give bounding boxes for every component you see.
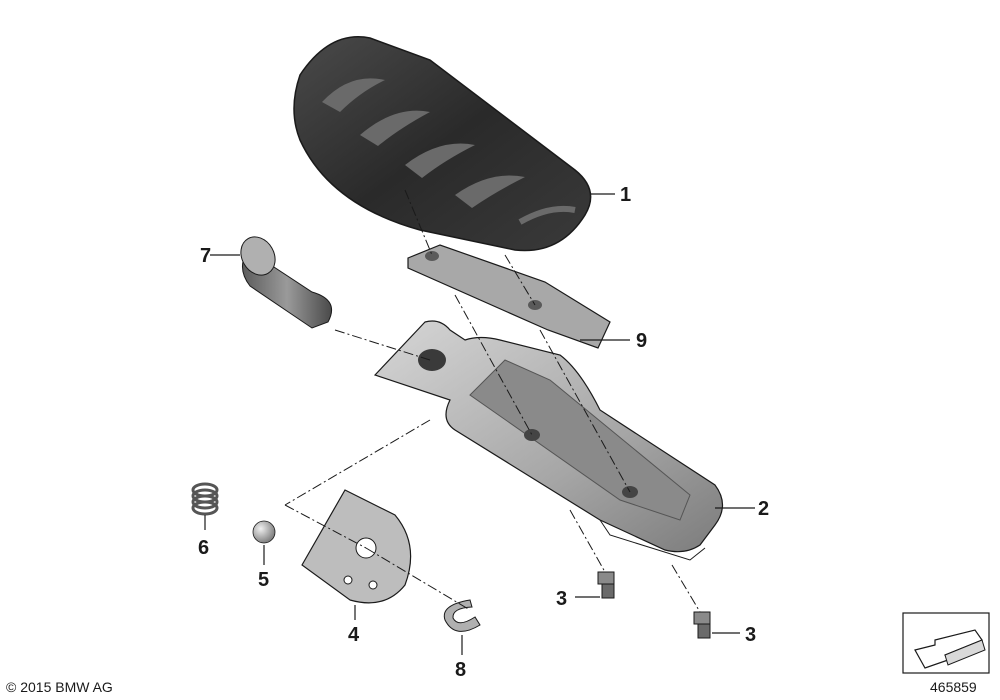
callout-7: 7 — [200, 245, 211, 267]
circlip-part — [443, 599, 481, 632]
bolt-part-left — [597, 571, 615, 599]
diagram-number: 465859 — [930, 679, 977, 695]
callout-leaders — [204, 193, 755, 655]
assembly-lines — [284, 189, 701, 613]
callout-1: 1 — [620, 184, 631, 206]
bracket-plate-part — [301, 489, 412, 604]
ball-part — [252, 520, 276, 544]
plate-part — [407, 244, 611, 349]
orientation-arrow-icon — [902, 612, 990, 674]
callout-5: 5 — [258, 569, 269, 591]
copyright-text: © 2015 BMW AG — [6, 679, 113, 695]
rubber-pad-part — [293, 36, 592, 252]
bolt-part-right — [693, 611, 711, 639]
callout-4: 4 — [348, 624, 360, 646]
callout-8: 8 — [455, 659, 466, 681]
spring-part — [191, 482, 219, 516]
callout-3-right: 3 — [745, 624, 756, 646]
callout-3-left: 3 — [556, 588, 567, 610]
callout-9: 9 — [636, 330, 647, 352]
callout-6: 6 — [198, 537, 209, 559]
pin-part — [240, 236, 332, 329]
callout-2: 2 — [758, 498, 769, 520]
footpeg-body-part — [373, 320, 724, 561]
